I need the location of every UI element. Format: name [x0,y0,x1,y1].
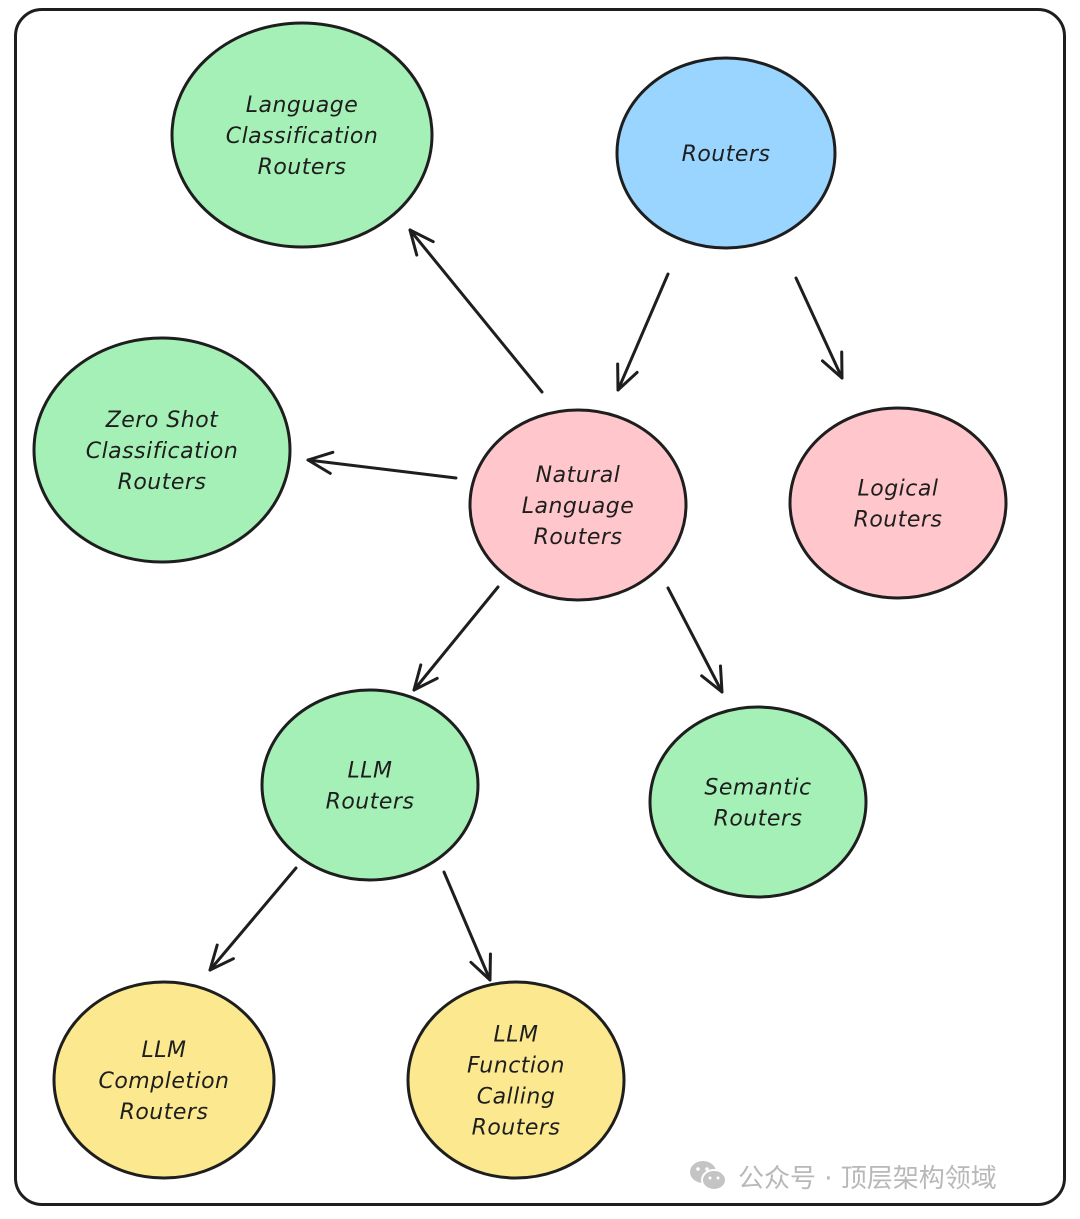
edges [208,228,844,982]
arrow-natural-language-to-zero-shot [306,450,458,480]
node-zero-shot-label-line: Classification [86,439,239,464]
wechat-icon [690,1161,727,1191]
node-llm-completion-circle [52,980,276,1180]
node-routers-circle [615,56,837,250]
node-llm-circle [260,688,480,882]
watermark: 公众号 · 顶层架构领域 [688,1156,997,1196]
arrow-routers-to-natural-language [616,272,670,392]
node-llm-completion-label-line: Completion [98,1069,229,1094]
arrow-natural-language-to-llm [412,585,500,692]
node-llm: LLM Routers [260,688,480,882]
node-zero-shot-label-line: Routers [118,470,207,495]
node-logical-label-line: Logical [858,477,939,502]
node-llm-label-line: LLM [348,759,393,784]
node-llm-function-calling-label-line: LLM [494,1023,539,1048]
nodes: RoutersLanguageClassificationRoutersZero… [32,21,1008,1180]
watermark-text: 公众号 · 顶层架构领域 [738,1163,997,1194]
node-natural-language-label-line: Routers [534,525,623,550]
node-llm-function-calling-circle [406,980,626,1180]
node-llm-completion-label-line: LLM [142,1038,187,1063]
node-llm-label-line: Routers [326,790,415,815]
node-routers: Routers [615,56,837,250]
node-routers-label-line: Routers [682,142,771,167]
node-natural-language-circle [468,408,688,602]
arrow-llm-to-llm-completion [208,866,298,972]
node-language-classification-label-line: Language [246,93,359,118]
arrow-natural-language-to-language-classification [408,228,544,394]
node-language-classification-label-line: Routers [258,155,347,180]
node-semantic-label-line: Semantic [704,776,811,801]
arrow-routers-to-logical [794,276,844,380]
node-natural-language-label-line: Language [522,494,635,519]
node-semantic-label-line: Routers [714,807,803,832]
node-llm-completion-label-line: Routers [120,1100,209,1125]
node-natural-language-label-line: Natural [536,463,621,488]
node-logical-circle [788,406,1008,600]
node-zero-shot-label-line: Zero Shot [105,408,219,433]
node-llm-function-calling-label-line: Function [467,1054,565,1079]
node-llm-function-calling-label-line: Calling [477,1085,556,1110]
arrow-natural-language-to-semantic [666,586,724,694]
node-language-classification-circle [170,21,434,249]
node-language-classification-label-line: Classification [226,124,379,149]
arrow-llm-to-llm-function-calling [442,870,492,982]
node-semantic-circle [648,705,868,899]
node-zero-shot-circle [32,336,292,564]
node-logical-label-line: Routers [854,508,943,533]
node-llm-function-calling-label-line: Routers [472,1116,561,1141]
